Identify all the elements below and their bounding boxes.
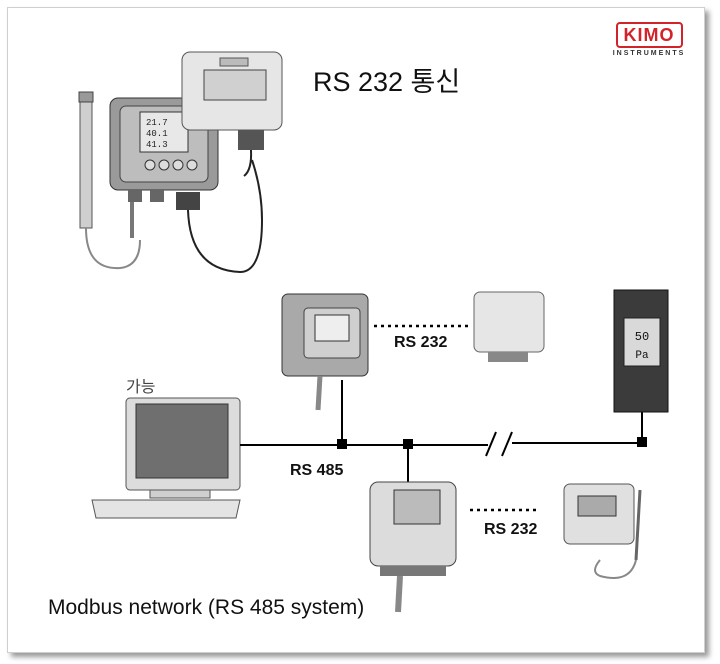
panel-value: 50 xyxy=(635,330,649,344)
page-title: RS 232 통신 xyxy=(313,67,461,97)
fragment-text: 가능 xyxy=(126,378,155,396)
transmitter-bus-upper xyxy=(281,293,369,411)
diagram-caption: Modbus network (RS 485 system) xyxy=(48,596,365,619)
label-rs232-top: RS 232 xyxy=(394,334,448,351)
rs485-bus xyxy=(240,380,647,482)
screen-line-1: 21.7 xyxy=(146,118,168,128)
kimo-logo: KIMO INSTRUMENTS xyxy=(604,22,694,57)
screen-line-3: 41.3 xyxy=(146,140,168,150)
sensor-box-upper xyxy=(473,291,545,362)
transmitter-bus-lower xyxy=(369,481,457,613)
kimo-logo-brand: KIMO xyxy=(615,22,683,48)
panel-unit: Pa xyxy=(635,350,649,362)
display-unit-top xyxy=(181,51,283,177)
screen-line-2: 40.1 xyxy=(146,129,168,139)
panel-display-unit: 50 Pa xyxy=(613,289,669,413)
label-rs232-bottom: RS 232 xyxy=(484,521,538,538)
label-rs485: RS 485 xyxy=(290,462,344,479)
probe-device xyxy=(78,91,141,270)
sensor-box-lower xyxy=(563,483,642,579)
computer-monitor xyxy=(91,397,241,519)
kimo-logo-sub: INSTRUMENTS xyxy=(612,50,686,57)
